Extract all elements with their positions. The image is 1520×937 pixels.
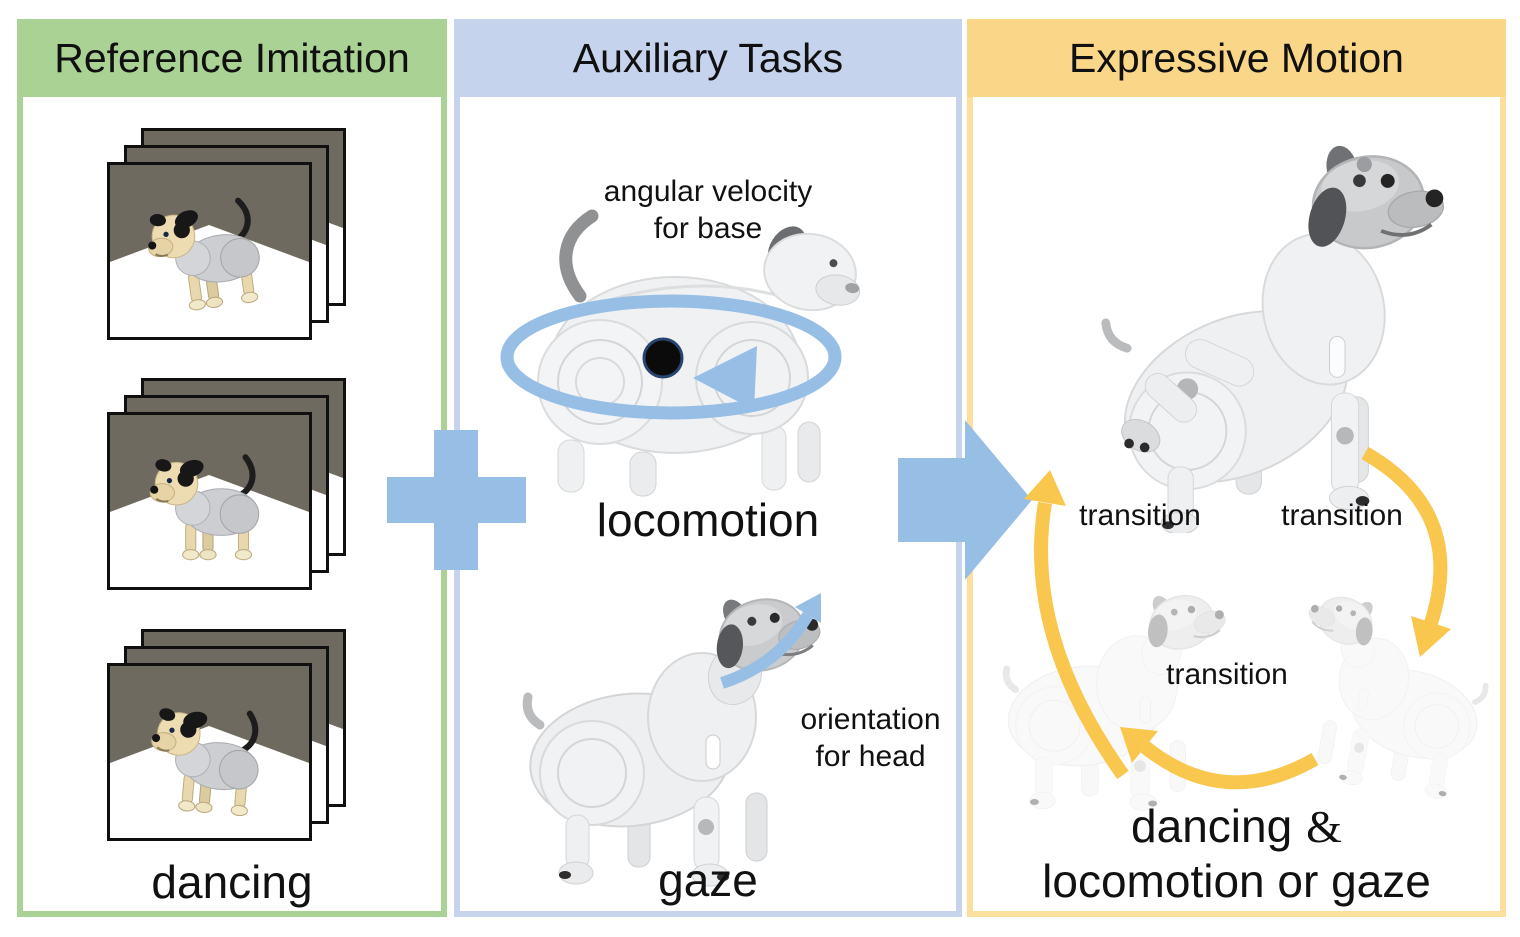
flow-arrow-icon — [898, 420, 1032, 580]
plus-icon — [387, 430, 526, 570]
expressive-caption: dancing& locomotion or gaze — [973, 799, 1500, 909]
gaze-arrowhead-icon — [795, 593, 821, 623]
panel-expressive-motion: Expressive Motion transition transition … — [967, 19, 1506, 917]
locomotion-annotation: angular velocity for base — [460, 173, 956, 247]
annotation-line: for head — [815, 740, 926, 773]
panel-title-auxiliary-tasks: Auxiliary Tasks — [454, 19, 962, 97]
base-center-dot — [642, 337, 684, 379]
locomotion-label: locomotion — [596, 494, 820, 546]
caption-ampersand: & — [1306, 801, 1342, 852]
expressive-caption-line2: locomotion or gaze — [1042, 855, 1431, 907]
gaze-annotation: orientation for head — [778, 701, 963, 775]
sim-scene — [110, 666, 309, 838]
panel-title-reference-imitation: Reference Imitation — [17, 19, 447, 97]
annotation-line: for base — [653, 212, 763, 245]
sim-frame — [107, 162, 312, 340]
gaze-arrow-icon — [720, 611, 814, 689]
transition-label-left: transition — [1079, 499, 1201, 532]
robot-dog-posing-photo — [1090, 105, 1460, 533]
sim-frame — [107, 412, 312, 590]
caption-word: dancing — [1131, 800, 1293, 852]
sim-scene — [110, 165, 309, 337]
annotation-line: angular velocity — [603, 175, 813, 208]
panel-reference-imitation: Reference Imitation — [17, 19, 447, 917]
locomotion-figure — [500, 200, 900, 510]
panel-auxiliary-tasks: Auxiliary Tasks angular velocity for bas… — [454, 19, 962, 917]
reference-frame-stack-2 — [107, 378, 346, 590]
rotation-arrowhead-icon — [693, 346, 757, 410]
reference-caption: dancing — [151, 856, 313, 908]
annotation-line: orientation — [800, 703, 941, 736]
panel-title-expressive-motion: Expressive Motion — [967, 19, 1506, 97]
reference-frame-stack-1 — [107, 128, 346, 340]
robot-dog-rear-illustration — [538, 216, 868, 496]
gaze-label: gaze — [658, 854, 758, 906]
ghost-dog-left — [993, 570, 1263, 817]
ghost-dog-right — [1248, 565, 1511, 813]
sim-frame — [107, 663, 312, 841]
rotation-arrow-icon — [500, 294, 842, 420]
reference-frame-stack-3 — [107, 629, 346, 841]
expressive-caption-line1: dancing& — [973, 799, 1500, 854]
sim-scene — [110, 415, 309, 587]
transition-label-right: transition — [1281, 499, 1403, 532]
gaze-figure — [510, 565, 910, 895]
transition-label-middle: transition — [1166, 658, 1288, 691]
